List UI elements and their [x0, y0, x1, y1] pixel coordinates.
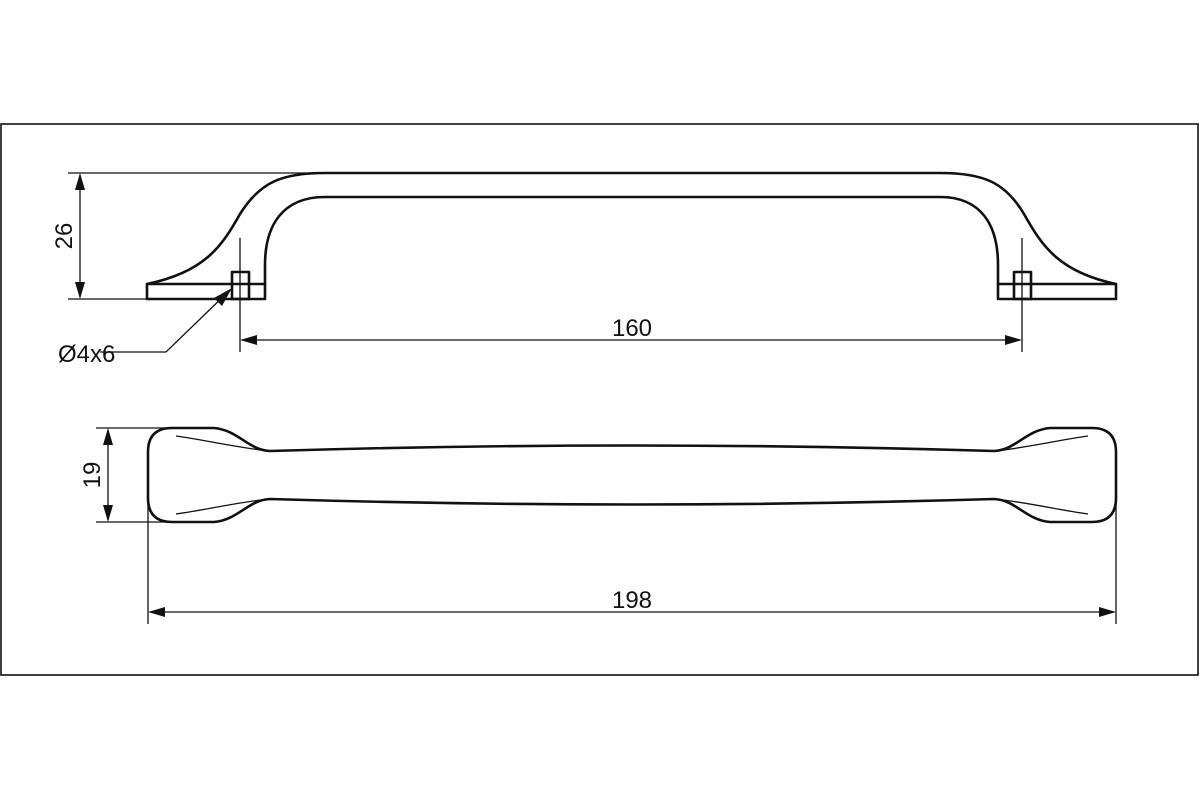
overall-length-label: 198: [612, 587, 652, 614]
handle-outer-profile: [145, 171, 1118, 286]
handle-top-outline: [146, 426, 1118, 524]
left-end-top-detail: [175, 435, 269, 452]
hole-spacing-dimension: 160: [240, 315, 1022, 345]
right-end-top-detail: [995, 435, 1089, 452]
width-dimension: 19: [79, 427, 172, 523]
height-dimension: 26: [51, 172, 325, 300]
hole-spacing-label: 160: [612, 315, 652, 342]
side-view: [145, 171, 1118, 352]
overall-length-dimension: 198: [147, 505, 1117, 624]
left-end-bottom-detail: [175, 498, 269, 515]
top-view: [146, 426, 1118, 524]
handle-inner-profile: [263, 195, 1000, 286]
right-end-bottom-detail: [995, 498, 1089, 515]
drawing-frame: [0, 123, 1199, 676]
left-base-plate: [145, 282, 267, 301]
height-label: 26: [51, 223, 78, 250]
hole-callout-label: Ø4x6: [58, 341, 115, 368]
width-label: 19: [79, 462, 106, 489]
right-base-plate: [996, 282, 1118, 301]
hole-callout: Ø4x6: [58, 288, 232, 368]
